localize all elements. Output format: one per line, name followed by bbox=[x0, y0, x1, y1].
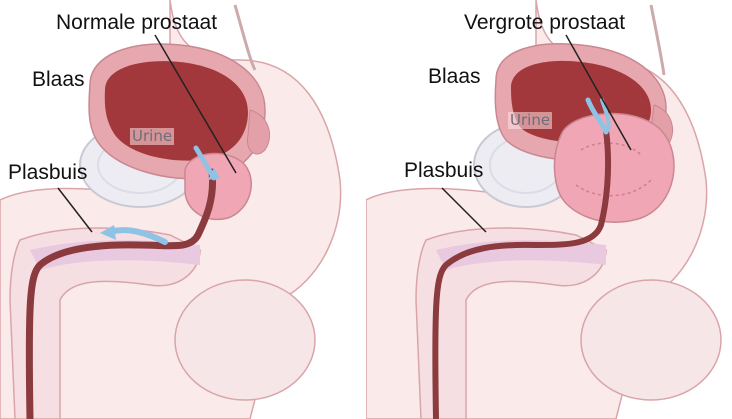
urine-label: Urine bbox=[508, 112, 552, 129]
title-normal-prostate: Normale prostaat bbox=[56, 12, 217, 33]
enlarged-prostate-illustration bbox=[366, 0, 732, 419]
title-enlarged-prostate: Vergrote prostaat bbox=[464, 12, 625, 33]
bladder-label: Blaas bbox=[32, 69, 85, 90]
bladder-label: Blaas bbox=[428, 66, 481, 87]
urethra-label: Plasbuis bbox=[404, 160, 483, 181]
testis bbox=[175, 280, 315, 400]
enlarged-prostate-panel: Vergrote prostaat Blaas Plasbuis Urine bbox=[366, 0, 732, 419]
normal-prostate-illustration bbox=[0, 0, 366, 419]
urine-label: Urine bbox=[130, 128, 174, 145]
enlarged-prostate bbox=[554, 114, 674, 223]
testis bbox=[581, 280, 721, 400]
urethra-label: Plasbuis bbox=[8, 162, 87, 183]
normal-prostate-panel: Normale prostaat Blaas Plasbuis Urine bbox=[0, 0, 366, 419]
prostate bbox=[185, 154, 251, 220]
